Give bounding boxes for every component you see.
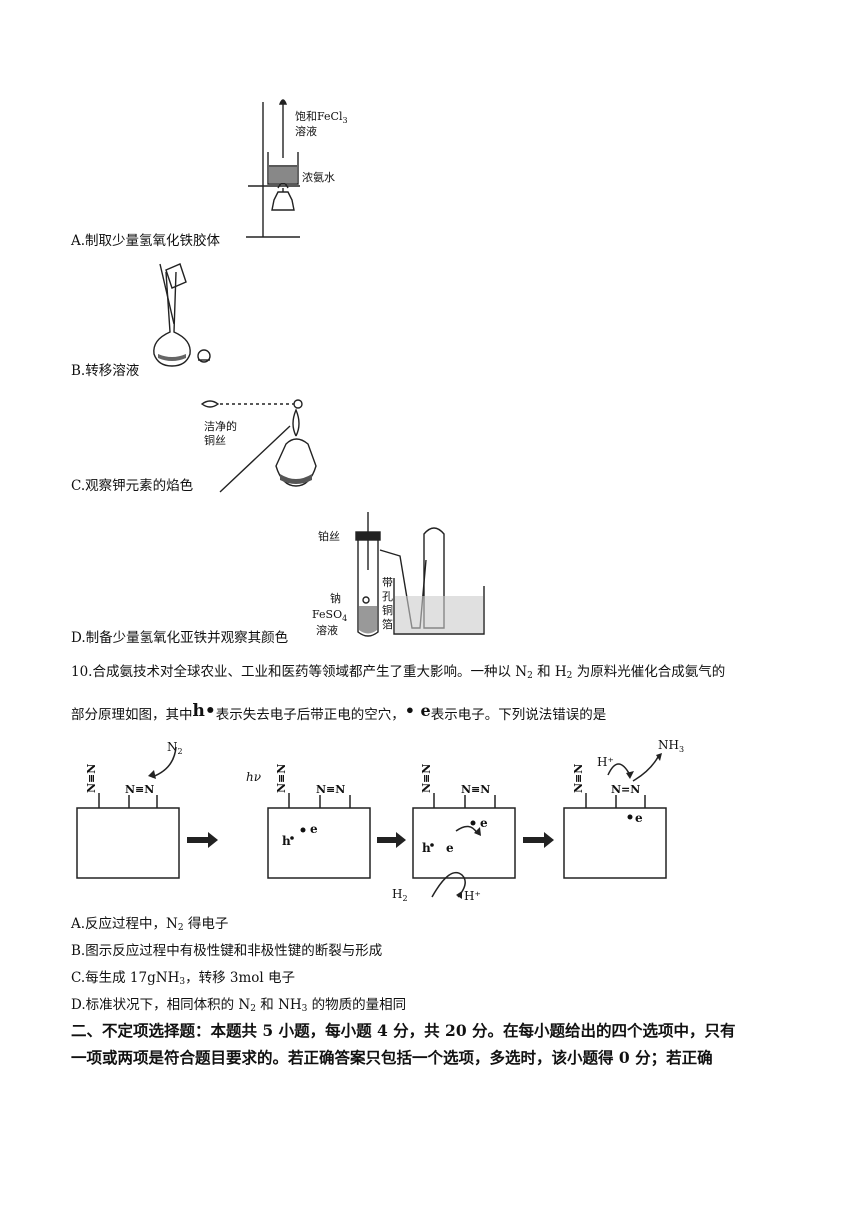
figure-b-apparatus (153, 263, 211, 367)
figure-c-label-1: 洁净的 (204, 419, 237, 433)
option-9b: B.转移溶液 (71, 363, 140, 379)
question-10-line-2: 部分原理如图，其中h•表示失去电子后带正电的空穴，• e表示电子。下列说法错误的… (71, 701, 607, 724)
figure-a-label-1: 饱和FeCl3 (295, 109, 348, 125)
hv-label: hν (246, 770, 261, 784)
q10-reaction-diagram: N≡N N≡N N≡N N≡N N≡N N≡N N≡N N=N N2 hν H2… (76, 738, 684, 903)
figure-d-label-6: 孔 (382, 590, 393, 603)
figure-d-label-5: 带 (382, 576, 393, 589)
nn-vertical-3: N≡N (420, 764, 433, 793)
figure-a-label-3: 浓氨水 (302, 171, 335, 184)
hplus-label-2: H⁺ (597, 755, 614, 769)
electron-symbol: • e (404, 701, 431, 720)
figure-d-label-7: 铜 (382, 603, 393, 617)
question-10-line-1: 10.合成氨技术对全球农业、工业和医药等领域都产生了重大影响。一种以 N2 和 … (71, 664, 726, 681)
figure-a-apparatus: 饱和FeCl3 溶液 浓氨水 (246, 99, 348, 238)
option-10a: A.反应过程中，N2 得电子 (71, 916, 229, 933)
hole-2: h (422, 841, 431, 855)
figure-c-apparatus: 洁净的 铜丝 (200, 399, 317, 493)
figure-d-label-8: 箔 (382, 617, 393, 631)
nn-horizontal-1: N≡N (125, 783, 154, 796)
figure-d-label-4: 溶液 (316, 623, 338, 637)
electron-3: e (480, 816, 488, 830)
nn-vertical-1: N≡N (85, 764, 98, 793)
hole-1: h (282, 834, 291, 848)
figure-d-apparatus: 铂丝 钠 FeSO4 溶液 带 孔 铜 箔 (312, 512, 485, 637)
figure-c-label-2: 铜丝 (204, 433, 226, 447)
section-2-line-2: 一项或两项是符合题目要求的。若正确答案只包括一个选项，多选时，该小题得 0 分；… (71, 1048, 713, 1067)
nn-horizontal-4: N=N (611, 783, 640, 796)
option-10b: B.图示反应过程中有极性键和非极性键的断裂与形成 (71, 943, 383, 959)
option-9d: D.制备少量氢氧化亚铁并观察其颜色 (71, 630, 289, 646)
hole-symbol: h• (192, 701, 216, 721)
n2-label: N2 (167, 740, 183, 756)
section-2-line-1: 二、不定项选择题：本题共 5 小题，每小题 4 分，共 20 分。在每小题给出的… (71, 1021, 736, 1040)
option-10c: C.每生成 17gNH3，转移 3mol 电子 (71, 970, 295, 987)
electron-2: e (446, 841, 454, 855)
option-9a: A.制取少量氢氧化铁胶体 (71, 233, 221, 249)
figure-d-label-3: FeSO4 (312, 608, 347, 623)
electron-1: e (310, 822, 318, 836)
figure-a-label-2: 溶液 (295, 124, 317, 138)
option-9c: C.观察钾元素的焰色 (71, 478, 194, 494)
nn-vertical-4: N≡N (572, 764, 585, 793)
option-10d: D.标准状况下，相同体积的 N2 和 NH3 的物质的量相同 (71, 997, 407, 1014)
figure-d-label-2: 钠 (330, 591, 341, 605)
figure-d-label-1: 铂丝 (318, 529, 340, 543)
nn-vertical-2: N≡N (275, 764, 288, 793)
electron-4: e (635, 811, 643, 825)
nn-horizontal-2: N≡N (316, 783, 345, 796)
nn-horizontal-3: N≡N (461, 783, 490, 796)
h2-label: H2 (392, 887, 408, 903)
nh3-label: NH3 (658, 738, 684, 754)
hplus-label-1: H⁺ (464, 889, 481, 903)
